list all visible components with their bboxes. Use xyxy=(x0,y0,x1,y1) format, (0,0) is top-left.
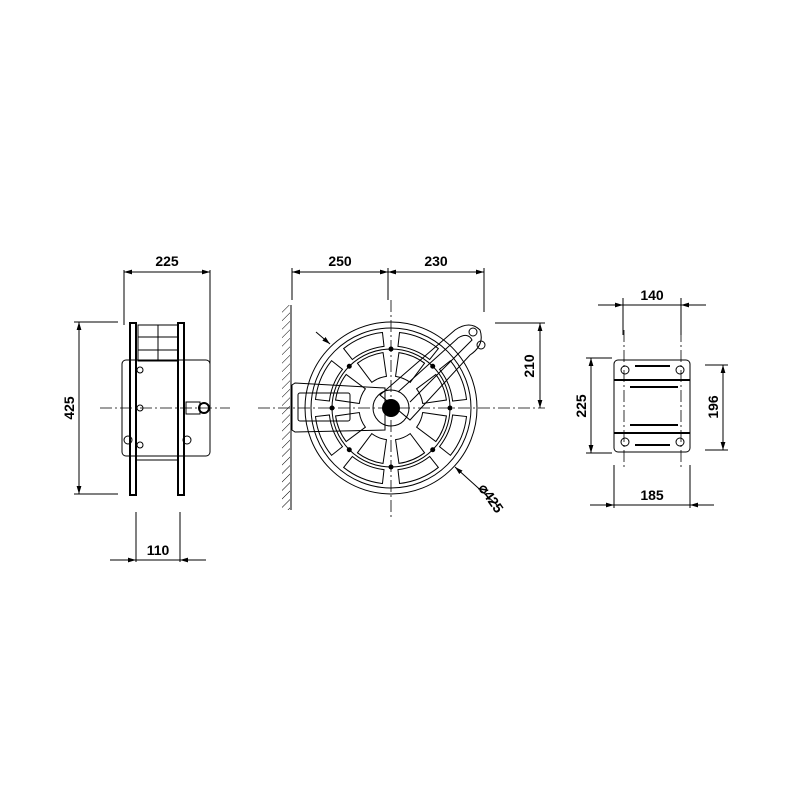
reel-window xyxy=(314,359,344,402)
reel-window xyxy=(342,331,385,361)
side-width-dimension: 225 xyxy=(155,253,179,269)
reel-window xyxy=(342,455,385,485)
reel-window xyxy=(397,455,440,485)
reel-window xyxy=(394,432,426,464)
reel-window xyxy=(397,331,440,361)
front-view: ⌀425 250 230 210 xyxy=(258,253,545,520)
reel-window xyxy=(415,411,447,443)
reel-window xyxy=(438,414,468,457)
drum-width-dimension: 110 xyxy=(147,542,170,558)
inner-ring xyxy=(331,348,451,468)
reel-window xyxy=(415,373,447,405)
plate-height-dimension: 225 xyxy=(573,394,589,418)
reel-window xyxy=(394,352,426,384)
arm-height-dimension: 210 xyxy=(521,354,537,378)
hole-spacing-x-dimension: 140 xyxy=(640,287,664,303)
reel-window xyxy=(438,359,468,402)
mounting-plate-view: 140 225 196 185 xyxy=(573,287,728,508)
bracket-length-dimension: 250 xyxy=(328,253,352,269)
side-height-dimension: 425 xyxy=(61,396,77,420)
reel-spokes xyxy=(314,331,468,485)
hole-spacing-y-dimension: 196 xyxy=(705,395,721,419)
reel-window xyxy=(356,352,388,384)
reel-window xyxy=(335,373,367,405)
reel-window xyxy=(314,414,344,457)
reel-window xyxy=(335,411,367,443)
side-view: 225 425 110 xyxy=(61,253,230,563)
reel-window xyxy=(356,432,388,464)
plate-width-dimension: 185 xyxy=(640,487,664,503)
arm-length-dimension: 230 xyxy=(424,253,448,269)
reel-diameter-dimension: ⌀425 xyxy=(476,481,507,516)
